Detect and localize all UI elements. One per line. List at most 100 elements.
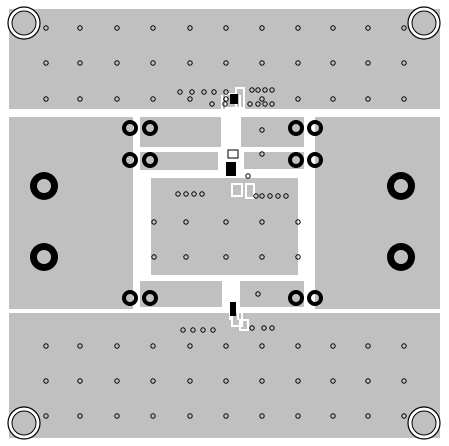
via-43 (401, 343, 407, 349)
via-95 (261, 325, 267, 331)
via-99 (223, 219, 229, 225)
via-40 (295, 343, 301, 349)
left-plane (9, 117, 133, 309)
via-7 (295, 25, 301, 31)
via-72 (255, 87, 261, 93)
via-59 (187, 413, 193, 419)
small-terminal-ring-3 (142, 152, 158, 168)
via-8 (330, 25, 336, 31)
via-88 (275, 193, 281, 199)
via-0 (43, 25, 49, 31)
via-60 (223, 413, 229, 419)
via-3 (150, 25, 156, 31)
via-58 (150, 413, 156, 419)
via-98 (183, 219, 189, 225)
via-108 (259, 151, 265, 157)
via-101 (295, 219, 301, 225)
via-54 (401, 378, 407, 384)
via-65 (401, 413, 407, 419)
via-76 (222, 101, 228, 107)
via-106 (295, 254, 301, 260)
via-69 (211, 89, 217, 95)
via-70 (223, 89, 229, 95)
via-14 (150, 60, 156, 66)
via-89 (283, 193, 289, 199)
via-81 (175, 191, 181, 197)
via-31 (365, 96, 371, 102)
via-10 (401, 25, 407, 31)
small-terminal-ring-10 (288, 290, 304, 306)
via-87 (267, 193, 273, 199)
small-terminal-ring-9 (307, 152, 323, 168)
via-80 (269, 101, 275, 107)
via-62 (295, 413, 301, 419)
terminal-left-lower-center (37, 250, 51, 264)
via-13 (114, 60, 120, 66)
via-15 (187, 60, 193, 66)
via-9 (365, 25, 371, 31)
via-110 (245, 173, 251, 179)
via-48 (187, 378, 193, 384)
via-35 (114, 343, 120, 349)
via-96 (269, 325, 275, 331)
via-73 (262, 87, 268, 93)
via-61 (259, 413, 265, 419)
via-66 (177, 89, 183, 95)
via-12 (77, 60, 83, 66)
via-21 (401, 60, 407, 66)
mounting-hole-bottom-left (11, 410, 37, 436)
small-terminal-ring-7 (307, 120, 323, 136)
via-84 (199, 191, 205, 197)
via-52 (330, 378, 336, 384)
terminal-left-upper-center (37, 179, 51, 193)
via-39 (259, 343, 265, 349)
via-34 (77, 343, 83, 349)
terminal-right-upper-center (394, 179, 408, 193)
via-63 (330, 413, 336, 419)
via-32 (401, 96, 407, 102)
center-plane (151, 178, 298, 275)
via-82 (183, 191, 189, 197)
via-22 (43, 96, 49, 102)
via-57 (114, 413, 120, 419)
small-terminal-ring-5 (142, 290, 158, 306)
small-terminal-ring-2 (122, 152, 138, 168)
via-28 (259, 96, 265, 102)
via-29 (295, 96, 301, 102)
via-30 (330, 96, 336, 102)
bottom-plane (9, 313, 440, 438)
components (226, 94, 239, 316)
via-109 (255, 291, 261, 297)
via-104 (223, 254, 229, 260)
via-86 (259, 193, 265, 199)
mounting-holes (7, 6, 441, 440)
terminal-right-lower-center (394, 250, 408, 264)
via-74 (269, 87, 275, 93)
via-6 (259, 25, 265, 31)
via-17 (259, 60, 265, 66)
via-36 (150, 343, 156, 349)
small-terminal-ring-6 (288, 120, 304, 136)
via-55 (43, 413, 49, 419)
via-44 (43, 378, 49, 384)
via-56 (77, 413, 83, 419)
via-90 (180, 327, 186, 333)
via-37 (187, 343, 193, 349)
via-100 (259, 219, 265, 225)
via-97 (151, 219, 157, 225)
terminal-holes (30, 120, 415, 306)
via-105 (259, 254, 265, 260)
via-20 (365, 60, 371, 66)
via-107 (259, 127, 265, 133)
small-terminal-ring-11 (307, 290, 323, 306)
ic-center (226, 162, 236, 176)
via-24 (114, 96, 120, 102)
via-83 (191, 191, 197, 197)
mounting-hole-bottom-right (411, 410, 437, 436)
via-49 (223, 378, 229, 384)
pad-2 (231, 183, 243, 197)
via-47 (150, 378, 156, 384)
small-terminal-ring-0 (122, 120, 138, 136)
via-11 (43, 60, 49, 66)
